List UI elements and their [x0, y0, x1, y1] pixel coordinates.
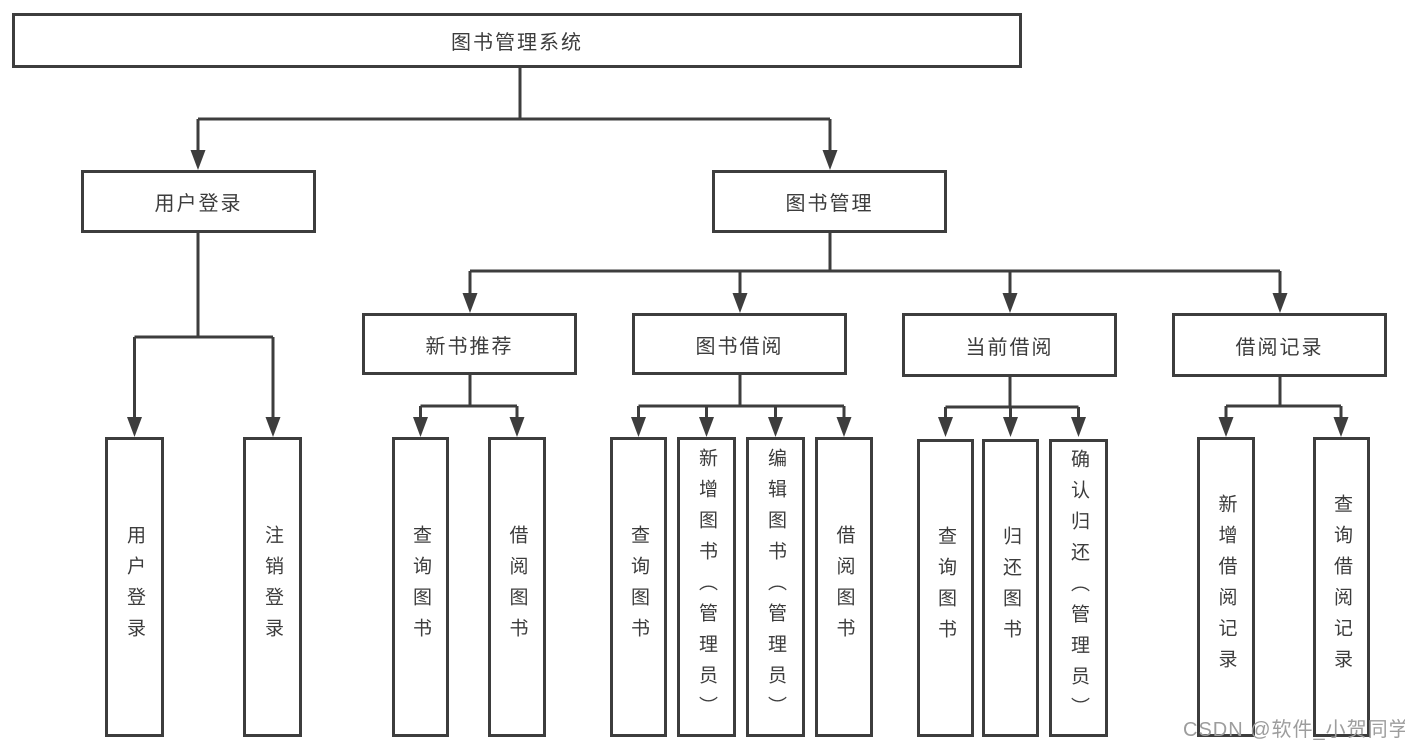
leaf-query-books-current-label: 查询图书: [935, 526, 956, 650]
node-user-login: 用户登录: [81, 170, 316, 233]
connector-path: [133, 68, 1343, 420]
node-current-borrowing: 当前借阅: [902, 313, 1117, 377]
leaf-return-books-label: 归还图书: [1000, 526, 1021, 650]
node-user-login-label: 用户登录: [154, 193, 243, 215]
leaf-query-borrow-record-label: 查询借阅记录: [1331, 494, 1352, 680]
leaf-add-borrow-record-label: 新增借阅记录: [1215, 494, 1237, 680]
leaf-borrow-books-borrowing-label: 借阅图书: [833, 525, 855, 649]
leaf-confirm-return-admin-label: 确认归还（管理员）: [1068, 448, 1089, 728]
leaf-edit-book-admin: 编辑图书（管理员）: [746, 437, 805, 737]
leaf-query-books-current: 查询图书: [917, 439, 974, 737]
node-current-borrowing-label: 当前借阅: [965, 336, 1054, 359]
node-book-management: 图书管理: [712, 170, 947, 233]
leaf-edit-book-admin-label: 编辑图书（管理员）: [765, 447, 786, 727]
leaf-add-borrow-record: 新增借阅记录: [1197, 437, 1255, 737]
node-root: 图书管理系统: [12, 13, 1022, 68]
node-book-borrowing-label: 图书借阅: [695, 335, 784, 358]
node-borrowing-records: 借阅记录: [1172, 313, 1387, 377]
node-borrowing-records-label: 借阅记录: [1235, 336, 1324, 359]
leaf-query-books-recommend: 查询图书: [392, 437, 449, 737]
leaf-user-login: 用户登录: [105, 437, 164, 737]
node-book-borrowing: 图书借阅: [632, 313, 847, 375]
node-new-book-recommend-label: 新书推荐: [425, 335, 514, 358]
leaf-borrow-books-borrowing: 借阅图书: [815, 437, 873, 737]
arrowhead-icons: [127, 150, 1349, 437]
leaf-add-book-admin: 新增图书（管理员）: [677, 437, 736, 737]
leaf-confirm-return-admin: 确认归还（管理员）: [1049, 439, 1108, 737]
leaf-query-books-recommend-label: 查询图书: [410, 525, 431, 649]
leaf-query-borrow-record: 查询借阅记录: [1313, 437, 1370, 737]
node-book-management-label: 图书管理: [785, 193, 874, 215]
watermark: CSDN @软件_小贺同学: [1183, 719, 1405, 741]
leaf-query-books-borrowing: 查询图书: [610, 437, 667, 737]
leaf-return-books: 归还图书: [982, 439, 1039, 737]
leaf-logout-label: 注销登录: [262, 525, 283, 649]
leaf-logout: 注销登录: [243, 437, 302, 737]
leaf-borrow-books-recommend-label: 借阅图书: [506, 525, 528, 649]
leaf-query-books-borrowing-label: 查询图书: [628, 525, 649, 649]
leaf-user-login-label: 用户登录: [124, 525, 145, 649]
leaf-borrow-books-recommend: 借阅图书: [488, 437, 546, 737]
node-root-label: 图书管理系统: [451, 32, 583, 54]
node-new-book-recommend: 新书推荐: [362, 313, 577, 375]
leaf-add-book-admin-label: 新增图书（管理员）: [696, 447, 717, 727]
